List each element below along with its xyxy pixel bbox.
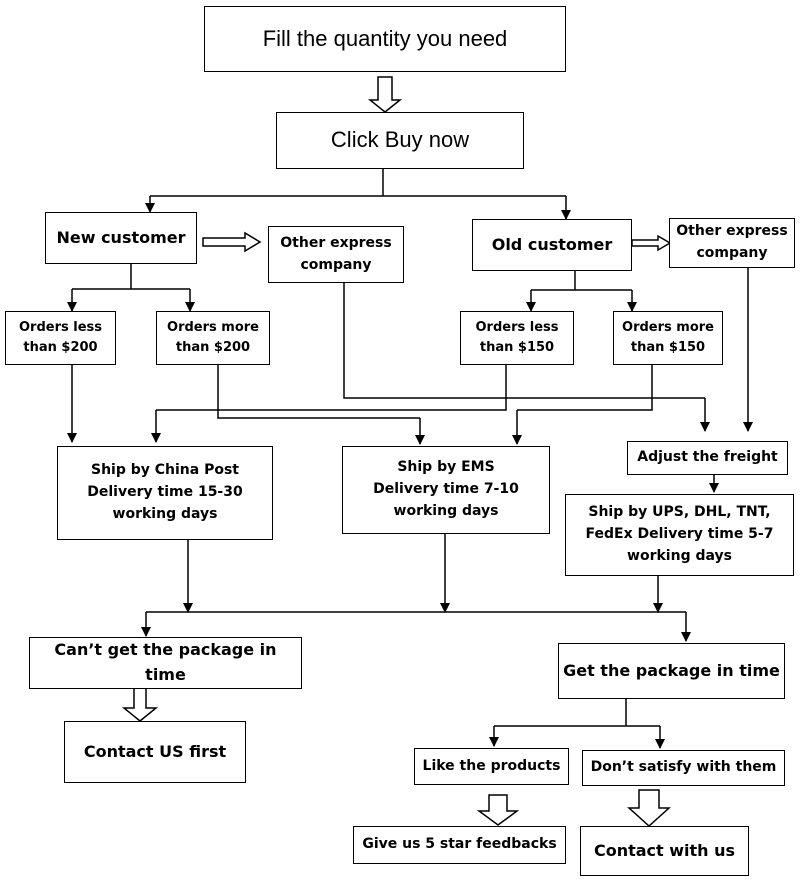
node-ems-label: Ship by EMS Delivery time 7-10 working d… <box>373 459 519 519</box>
node-contact-with-us: Contact with us <box>580 826 749 876</box>
node-orders-less-150: Orders less than $150 <box>460 311 574 365</box>
connector-more150-to-ems <box>517 364 653 411</box>
node-adjust-freight: Adjust the freight <box>627 441 788 475</box>
node-fill-quantity: Fill the quantity you need <box>204 6 566 72</box>
node-ups-dhl-label: Ship by UPS, DHL, TNT, FedEx Delivery ti… <box>585 504 774 564</box>
node-new-customer-label: New customer <box>56 227 186 247</box>
block-arrow-fill-to-buy <box>367 76 403 113</box>
node-orders-less-200-label: Orders less than $200 <box>18 319 102 355</box>
node-orders-less-150-label: Orders less than $150 <box>475 319 559 355</box>
node-like-products: Like the products <box>414 748 569 785</box>
block-arrow-like-to-feedback <box>476 794 520 826</box>
node-other-express-old-label: Other express company <box>676 223 788 261</box>
connector-more200-to-ems <box>217 364 420 419</box>
node-orders-more-150-label: Orders more than $150 <box>622 319 714 355</box>
node-five-star-feedbacks-label: Give us 5 star feedbacks <box>362 836 557 853</box>
block-arrow-dont-to-contact <box>627 789 671 828</box>
node-dont-satisfy: Don’t satisfy with them <box>582 750 785 786</box>
connector-get-split <box>494 698 660 727</box>
node-click-buy-now: Click Buy now <box>276 112 524 169</box>
node-china-post-label: Ship by China Post Delivery time 15-30 w… <box>87 462 243 522</box>
node-orders-less-200: Orders less than $200 <box>5 311 116 365</box>
connector-new-split <box>72 263 190 290</box>
connector-buy-split <box>150 168 566 197</box>
node-old-customer: Old customer <box>472 219 632 271</box>
node-contact-us-first-label: Contact US first <box>83 741 227 761</box>
node-click-buy-now-label: Click Buy now <box>330 127 470 153</box>
node-cant-get-package-label: Can’t get the package in time <box>54 640 277 684</box>
node-orders-more-200: Orders more than $200 <box>156 311 270 365</box>
block-arrow-old-to-other <box>631 234 672 252</box>
node-five-star-feedbacks: Give us 5 star feedbacks <box>353 826 566 864</box>
node-adjust-freight-label: Adjust the freight <box>637 449 778 466</box>
block-arrow-new-to-other <box>202 231 262 253</box>
node-orders-more-150: Orders more than $150 <box>613 311 723 365</box>
connector-old-split <box>531 271 632 291</box>
node-china-post: Ship by China Post Delivery time 15-30 w… <box>57 446 273 540</box>
node-like-products-label: Like the products <box>422 757 561 774</box>
node-ems: Ship by EMS Delivery time 7-10 working d… <box>342 446 550 534</box>
node-new-customer: New customer <box>45 212 197 264</box>
node-cant-get-package: Can’t get the package in time <box>29 637 302 689</box>
block-arrow-cant-to-contact <box>121 687 159 722</box>
node-orders-more-200-label: Orders more than $200 <box>167 319 259 355</box>
node-fill-quantity-label: Fill the quantity you need <box>262 25 508 51</box>
node-dont-satisfy-label: Don’t satisfy with them <box>590 759 777 776</box>
node-ups-dhl: Ship by UPS, DHL, TNT, FedEx Delivery ti… <box>565 494 794 576</box>
connector-less150-to-chinapost <box>156 364 507 411</box>
node-other-express-new: Other express company <box>268 226 404 283</box>
node-other-express-old: Other express company <box>669 218 795 268</box>
node-old-customer-label: Old customer <box>491 234 613 254</box>
node-other-express-new-label: Other express company <box>280 234 392 273</box>
node-get-package: Get the package in time <box>558 643 785 699</box>
connector-other-new-to-freight <box>343 282 705 399</box>
node-contact-us-first: Contact US first <box>64 721 246 783</box>
node-get-package-label: Get the package in time <box>563 660 780 680</box>
node-contact-with-us-label: Contact with us <box>593 840 736 860</box>
